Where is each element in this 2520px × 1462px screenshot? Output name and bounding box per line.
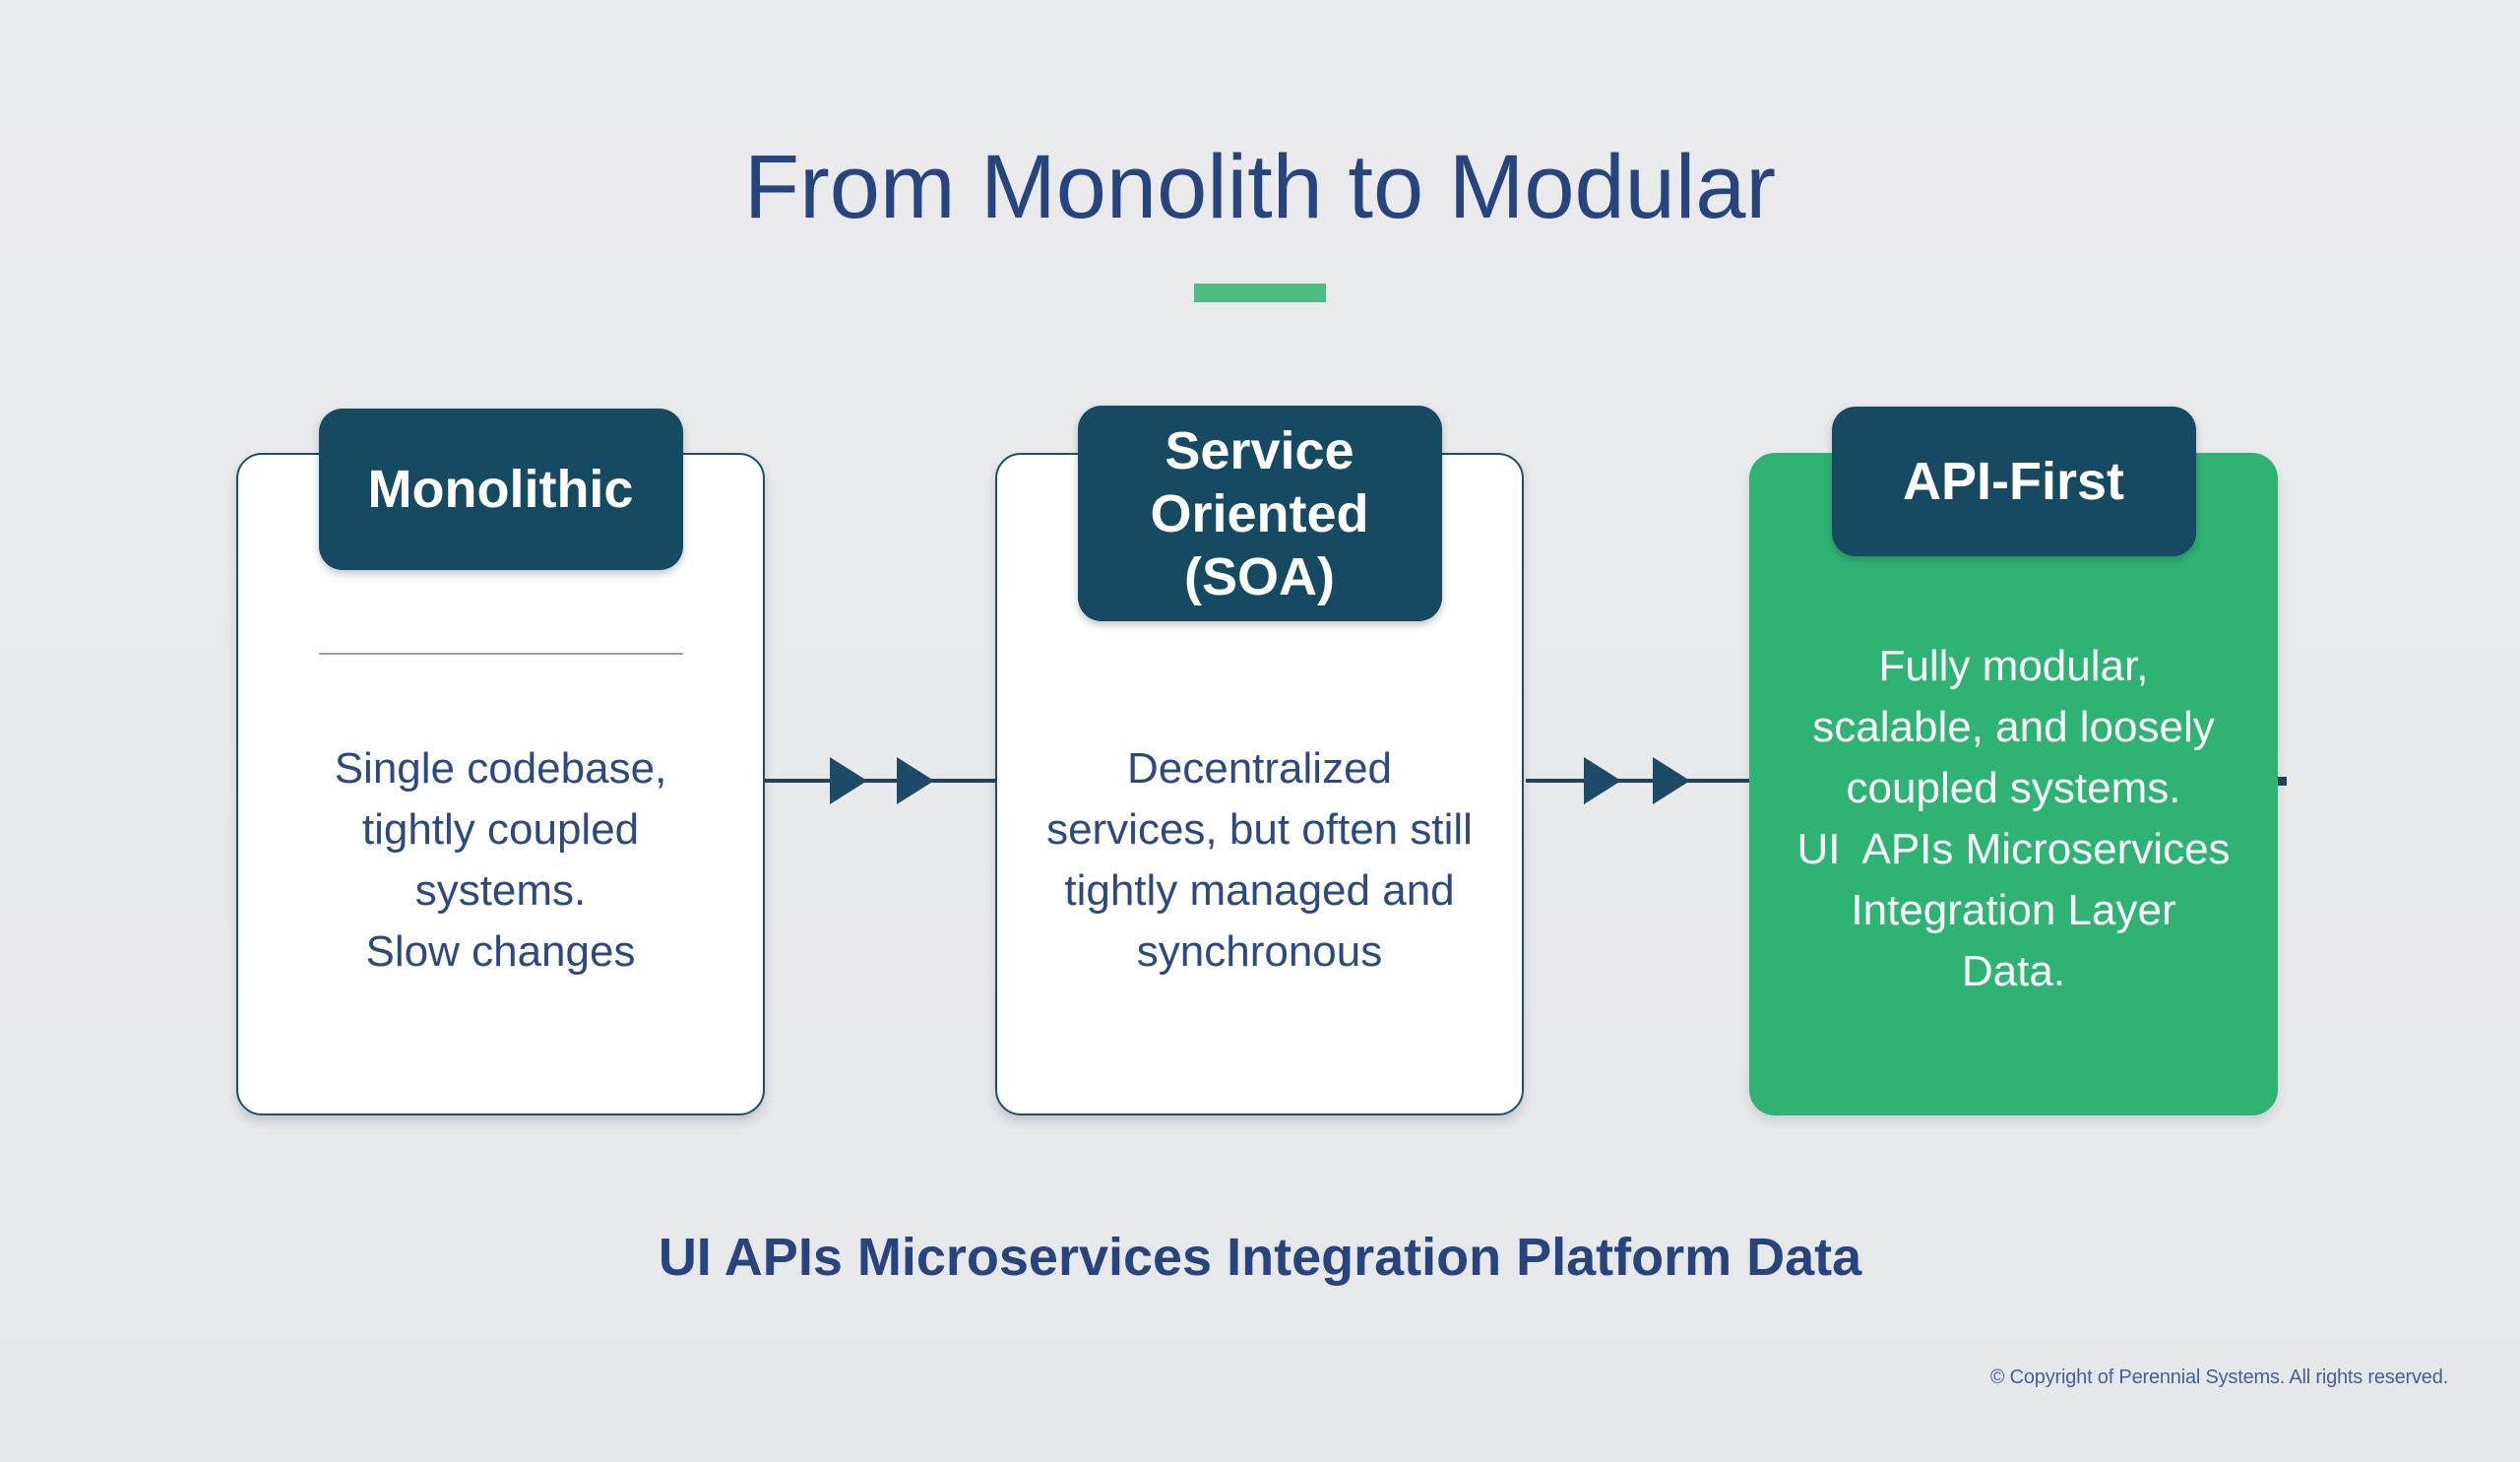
connector-line-1 [765,779,995,783]
copyright-notice: © Copyright of Perennial Systems. All ri… [1989,1367,2448,1388]
card-api-first: API-First Fully modular, scalable, and l… [1749,407,2278,1115]
card-monolithic-description: Single codebase, tightly coupled systems… [334,744,667,976]
card-monolithic: Monolithic Single codebase, tightly coup… [236,409,765,1115]
connector-stub [2278,777,2287,786]
card-monolithic-badge: Monolithic [318,409,683,570]
arrow-right-icon [830,757,867,804]
connector-line-2 [1526,779,1749,783]
card-api-first-badge-label: API-First [1902,452,2125,511]
footer-headline: UI APIs Microservices Integration Platfo… [658,1228,1862,1287]
card-soa-badge-label: Service Oriented (SOA) [1150,420,1369,606]
arrow-right-icon [897,757,934,804]
card-monolithic-divider [318,653,683,655]
title-underline-bar [1194,284,1326,302]
card-monolithic-badge-label: Monolithic [367,460,634,519]
card-api-first-description: Fully modular, scalable, and loosely cou… [1796,642,2231,995]
card-soa: Service Oriented (SOA) Decentralized ser… [995,406,1524,1115]
page-title: From Monolith to Modular [743,137,1777,237]
arrow-right-icon [1584,757,1621,804]
card-api-first-badge: API-First [1831,407,2196,556]
card-soa-description: Decentralized services, but often still … [1046,744,1473,976]
arrow-right-icon [1653,757,1690,804]
card-soa-badge: Service Oriented (SOA) [1077,406,1442,621]
